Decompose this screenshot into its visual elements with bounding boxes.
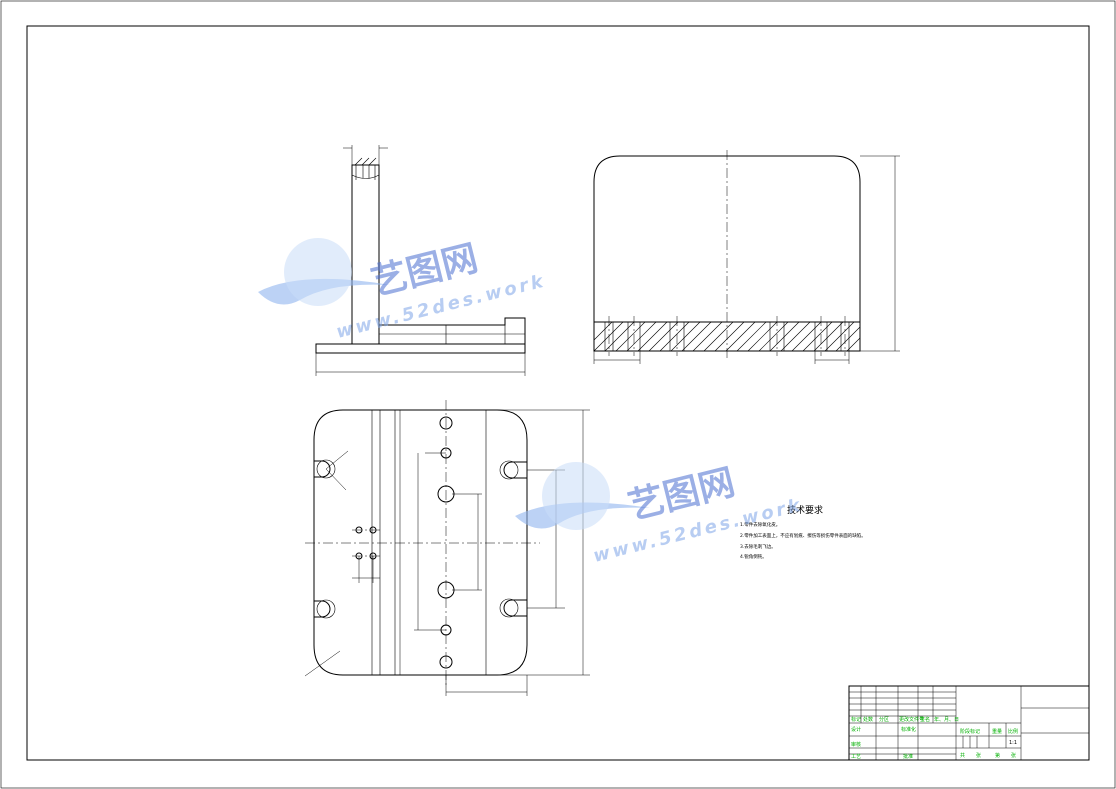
tech-req-line: 4.锐角倒钝。 [740,553,767,560]
top-view-outline [313,409,528,676]
tb-label: 工艺 [851,754,861,760]
inner-frame [26,25,1090,761]
tb-label: 张 [1011,752,1016,759]
tech-req-line: 1.零件去除氧化皮。 [740,521,780,528]
tb-label: 共 [960,752,965,759]
tb-label: 标记 [851,716,861,723]
tb-label: 设计 [851,726,861,733]
side-view-plate [315,343,526,354]
tb-label: 标准化 [901,726,916,733]
tb-label: 重量 [992,728,1002,735]
tb-label: 更改文件号 [899,716,924,723]
tb-label: 阶段标记 [960,728,980,735]
front-view [593,150,900,364]
watermark-1: 艺图网 www.52des.work [258,238,548,343]
watermark-2: 艺图网 www.52des.work [515,462,805,567]
top-view [304,400,590,696]
tb-label: 分区 [879,716,889,723]
title-block: 标记 处数 分区 更改文件号 签名 年、月、日 设计 标准化 审核 工艺 批准 … [848,685,1090,761]
tb-label: 年、月、日 [934,716,959,723]
watermark-globe [542,462,610,530]
side-view-upright-hatch [351,164,380,179]
tb-scale: 1:1 [1009,740,1017,746]
tb-label: 处数 [863,716,873,723]
side-view-rear-step [379,317,526,344]
tb-label: 批准 [903,753,913,760]
watermark-globe [284,238,352,306]
technical-requirements: 技术要求 1.零件去除氧化皮。 2.零件加工表面上，不应有划痕、擦伤等损伤零件表… [740,504,866,560]
tb-label: 比例 [1008,728,1018,735]
tb-label: 张 [976,752,981,759]
tb-label: 审核 [851,741,861,748]
tech-req-line: 2.零件加工表面上，不应有划痕、擦伤等损伤零件表面的缺陷。 [740,532,866,539]
side-view [315,145,526,376]
tb-label: 签名 [920,716,930,723]
tb-label: 第 [995,752,1000,759]
tech-req-line: 3.去除毛刺飞边。 [740,543,776,550]
tech-req-title: 技术要求 [787,504,823,516]
